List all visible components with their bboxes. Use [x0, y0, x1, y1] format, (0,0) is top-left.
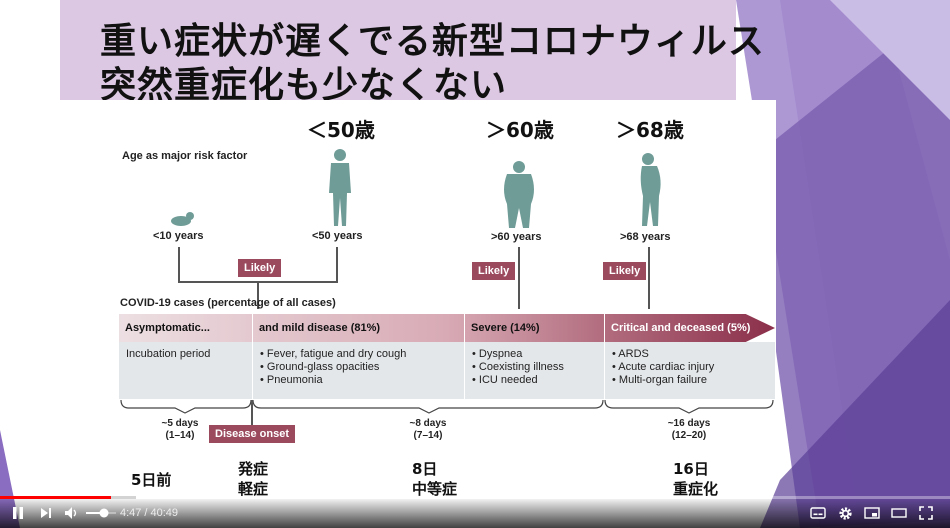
theater-mode-button[interactable]	[889, 503, 909, 523]
likely-badge: Likely	[603, 262, 647, 280]
phase-item: Incubation period	[126, 348, 211, 360]
theater-icon	[891, 508, 907, 518]
volume-slider[interactable]	[86, 507, 116, 519]
label-eight-days: 8日 中等症	[412, 459, 457, 499]
phase-asymptomatic-body: Incubation period	[119, 342, 252, 399]
likely-badge: Likely	[238, 259, 282, 277]
label-onset-line2: 軽症	[238, 480, 269, 498]
label-five-days-before: 5日前	[131, 471, 172, 489]
phase-item: • Dyspnea	[472, 348, 523, 360]
elderly-person-icon	[640, 153, 661, 226]
label-eight-days-line2: 中等症	[412, 480, 458, 498]
duration-critical: ~16 days (12–20)	[654, 418, 724, 442]
age-group-label: >60 years	[491, 231, 542, 243]
settings-icon	[838, 506, 852, 520]
adult-person-icon	[329, 149, 351, 226]
progress-played	[0, 496, 112, 499]
phase-item: • Fever, fatigue and dry cough	[260, 348, 407, 360]
pause-icon	[13, 507, 23, 519]
title-band: 重い症状が遅くでる新型コロナウィルス 突然重症化も少なくない	[60, 0, 764, 106]
player-control-bar	[0, 499, 950, 528]
next-icon	[41, 508, 51, 518]
slide-title-line-1: 重い症状が遅くでる新型コロナウィルス	[100, 21, 765, 62]
volume-icon	[65, 507, 77, 519]
duration-range: (7–14)	[413, 430, 443, 441]
duration-range: (12–20)	[671, 430, 707, 441]
duration-label: ~8 days	[409, 418, 447, 429]
duration-label: ~16 days	[667, 418, 711, 429]
phase-asymptomatic-heading: Asymptomatic...	[125, 322, 210, 334]
age-risk-label: Age as major risk factor	[122, 150, 248, 162]
label-onset: 発症 軽症	[238, 459, 268, 499]
phase-mild-heading: and mild disease (81%)	[252, 314, 464, 342]
disease-onset-badge: Disease onset	[209, 425, 295, 443]
phase-item: • Ground-glass opacities	[260, 361, 380, 373]
connector-line	[178, 247, 180, 282]
label-eight-days-line1: 8日	[412, 460, 438, 478]
age-heading-over-60: ＞60歳	[486, 118, 554, 142]
time-display: 4:47 / 40:49	[120, 503, 178, 523]
onset-marker-line	[251, 400, 253, 426]
duration-label: ~5 days	[161, 418, 199, 429]
phase-item: • Multi-organ failure	[612, 374, 707, 386]
fullscreen-button[interactable]	[916, 503, 936, 523]
phase-critical-heading: Critical and deceased (5%)	[604, 314, 754, 342]
phase-item: • Acute cardiac injury	[612, 361, 715, 373]
middle-aged-person-icon	[504, 161, 534, 228]
age-heading-over-68: ＞68歳	[616, 118, 684, 142]
phase-item: • ARDS	[612, 348, 649, 360]
age-group-label: >68 years	[620, 231, 671, 243]
phase-mild-body: • Fever, fatigue and dry cough • Ground-…	[252, 342, 464, 399]
slide-title-line-2: 突然重症化も少なくない	[100, 65, 508, 106]
phase-gradient-arrow	[119, 314, 775, 342]
subtitles-icon	[810, 507, 826, 519]
phase-item: • Coexisting illness	[472, 361, 564, 373]
label-sixteen-days-line2: 重症化	[673, 480, 719, 498]
pause-button[interactable]	[8, 503, 28, 523]
age-group-label: <50 years	[312, 230, 363, 242]
mute-button[interactable]	[62, 503, 82, 523]
subtitles-button[interactable]	[808, 503, 828, 523]
label-sixteen-days-line1: 16日	[673, 460, 709, 478]
label-onset-line1: 発症	[238, 460, 269, 478]
phase-item: • ICU needed	[472, 374, 538, 386]
miniplayer-button[interactable]	[862, 503, 882, 523]
current-time: 4:47	[120, 507, 142, 519]
phase-timeline: Asymptomatic... and mild disease (81%) S…	[119, 314, 775, 400]
likely-badge: Likely	[472, 262, 516, 280]
connector-line	[257, 281, 259, 309]
infant-icon	[171, 212, 194, 226]
connector-line	[336, 247, 338, 282]
next-button[interactable]	[36, 503, 56, 523]
cases-label: COVID-19 cases (percentage of all cases)	[120, 297, 336, 309]
connector-line	[518, 247, 520, 309]
duration-range: (1–14)	[165, 430, 195, 441]
age-heading-under-50: ＜50歳	[307, 118, 375, 142]
phase-item: • Pneumonia	[260, 374, 323, 386]
label-sixteen-days: 16日 重症化	[673, 459, 718, 499]
duration-incubation: ~5 days (1–14)	[150, 418, 210, 442]
phase-severe-body: • Dyspnea • Coexisting illness • ICU nee…	[464, 342, 604, 399]
age-group-label: <10 years	[153, 230, 204, 242]
duration-mild: ~8 days (7–14)	[398, 418, 458, 442]
miniplayer-icon	[864, 507, 880, 519]
fullscreen-icon	[919, 506, 933, 520]
phase-critical-body: • ARDS • Acute cardiac injury • Multi-or…	[604, 342, 775, 399]
settings-button[interactable]	[835, 503, 855, 523]
total-duration: 40:49	[150, 507, 179, 519]
phase-severe-heading: Severe (14%)	[464, 314, 604, 342]
time-separator: /	[144, 507, 148, 519]
connector-line	[648, 247, 650, 309]
duration-brackets	[120, 400, 774, 414]
progress-bar[interactable]	[0, 496, 950, 499]
